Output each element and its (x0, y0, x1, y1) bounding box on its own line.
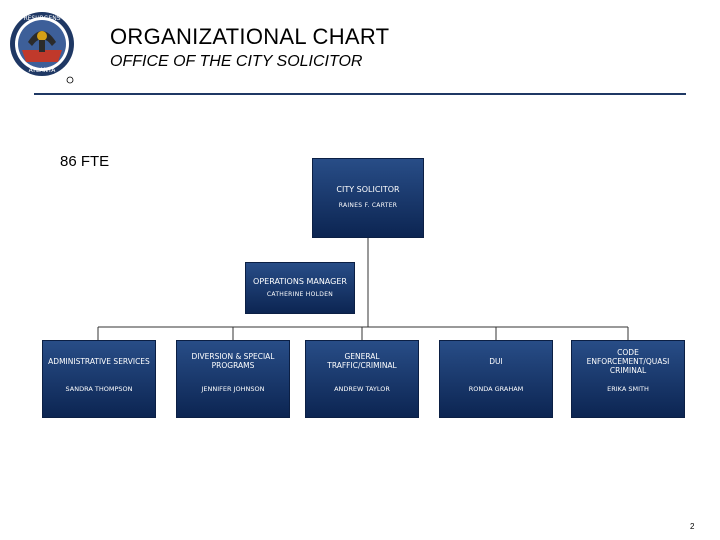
division-title: DIVERSION & SPECIAL PROGRAMS (191, 352, 275, 370)
page-subtitle: OFFICE OF THE CITY SOLICITOR (110, 53, 363, 70)
city-of-atlanta-seal-icon: RESURGENS ATLANTA (10, 12, 74, 84)
seal-text-bottom: ATLANTA (29, 67, 57, 74)
division-title: CODE ENFORCEMENT/QUASI CRIMINAL (586, 347, 670, 375)
division-lead: RONDA GRAHAM (468, 385, 524, 393)
seal-text-top: RESURGENS (23, 15, 60, 22)
division-dui: DUI RONDA GRAHAM (439, 340, 553, 418)
city-solicitor-title: CITY SOLICITOR (336, 185, 400, 194)
operations-manager-box: OPERATIONS MANAGER CATHERINE HOLDEN (245, 262, 355, 314)
page-number: 2 (690, 522, 695, 531)
division-title: ADMINISTRATIVE SERVICES (48, 356, 150, 366)
page-title: ORGANIZATIONAL CHART (110, 24, 390, 49)
division-administrative-services: ADMINISTRATIVE SERVICES SANDRA THOMPSON (42, 340, 156, 418)
header-divider (34, 93, 686, 95)
division-title: DUI (489, 356, 503, 366)
operations-manager-name: CATHERINE HOLDEN (266, 291, 334, 298)
division-lead: ERIKA SMITH (607, 385, 649, 393)
division-lead: JENNIFER JOHNSON (201, 385, 265, 393)
city-solicitor-box: CITY SOLICITOR RAINES F. CARTER (312, 158, 424, 238)
city-seal-logo: RESURGENS ATLANTA (8, 6, 80, 90)
division-lead: SANDRA THOMPSON (65, 385, 133, 393)
division-code-enforcement: CODE ENFORCEMENT/QUASI CRIMINAL ERIKA SM… (571, 340, 685, 418)
division-diversion-special-programs: DIVERSION & SPECIAL PROGRAMS JENNIFER JO… (176, 340, 290, 418)
division-lead: ANDREW TAYLOR (334, 385, 390, 393)
city-solicitor-name: RAINES F. CARTER (338, 202, 398, 209)
fte-count: 86 FTE (60, 153, 110, 170)
division-general-traffic-criminal: GENERAL TRAFFIC/CRIMINAL ANDREW TAYLOR (305, 340, 419, 418)
operations-manager-title: OPERATIONS MANAGER (253, 277, 347, 286)
division-title: GENERAL TRAFFIC/CRIMINAL (327, 352, 397, 370)
